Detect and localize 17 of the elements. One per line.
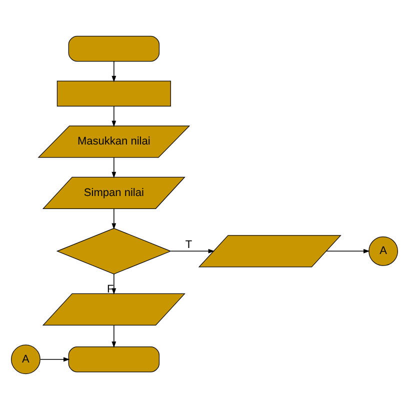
arrow [112, 324, 116, 348]
node-box [56, 80, 171, 107]
node-parallelogram [42, 293, 186, 326]
edge-label: T [185, 239, 192, 252]
node-circle: A [368, 236, 398, 266]
node-parallelogram [198, 235, 342, 268]
arrow [170, 248, 215, 254]
node-terminator [68, 36, 160, 62]
arrow [40, 357, 70, 362]
node-diamond [56, 228, 172, 274]
arrow [326, 248, 370, 254]
arrow [112, 208, 116, 230]
arrow [112, 106, 116, 127]
node-circle: A [11, 344, 40, 374]
node-terminator [68, 346, 160, 372]
arrow [112, 157, 116, 178]
arrow [112, 60, 116, 82]
